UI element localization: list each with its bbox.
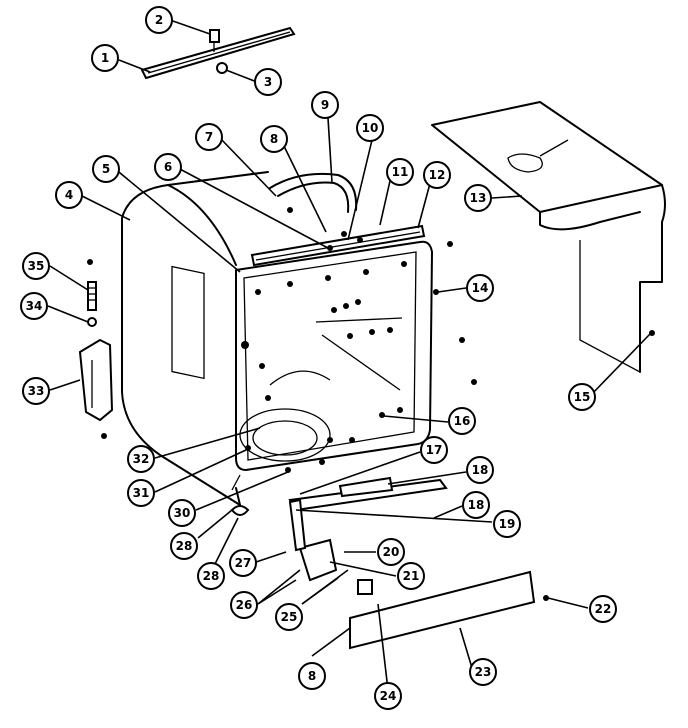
callout-13: 13 (464, 184, 492, 212)
svg-text:30: 30 (174, 506, 191, 520)
callout-20: 20 (377, 538, 405, 566)
callout-23: 23 (469, 658, 497, 686)
callout-3: 3 (254, 68, 282, 96)
svg-text:28: 28 (203, 569, 220, 583)
screw-part-2 (209, 29, 220, 52)
svg-text:3: 3 (264, 75, 272, 89)
svg-text:24: 24 (380, 689, 397, 703)
svg-text:17: 17 (426, 443, 443, 457)
callout-7: 7 (195, 123, 223, 151)
callout-5: 5 (92, 155, 120, 183)
callout-25: 25 (275, 603, 303, 631)
svg-text:23: 23 (475, 665, 492, 679)
clip-part-28 (230, 505, 250, 516)
nut-part-34 (87, 317, 97, 327)
svg-text:4: 4 (65, 188, 73, 202)
svg-text:31: 31 (133, 486, 150, 500)
svg-text:10: 10 (362, 121, 379, 135)
callout-22: 22 (589, 595, 617, 623)
callout-35: 35 (22, 252, 50, 280)
fasteners (87, 207, 477, 473)
top-rail-part-11 (250, 224, 426, 267)
callout-28-upper: 28 (170, 532, 198, 560)
svg-text:12: 12 (429, 168, 446, 182)
svg-text:25: 25 (281, 610, 298, 624)
callout-10: 10 (356, 114, 384, 142)
callout-2: 2 (145, 6, 173, 34)
svg-text:5: 5 (102, 162, 110, 176)
callout-8: 8 (260, 125, 288, 153)
callout-12: 12 (423, 161, 451, 189)
svg-text:33: 33 (28, 384, 45, 398)
callout-28-lower: 28 (197, 562, 225, 590)
svg-text:19: 19 (499, 517, 516, 531)
callout-34: 34 (20, 292, 48, 320)
svg-text:8: 8 (270, 132, 278, 146)
svg-text:13: 13 (470, 191, 487, 205)
callout-26: 26 (230, 591, 258, 619)
svg-text:15: 15 (574, 390, 591, 404)
callout-16: 16 (448, 407, 476, 435)
leader-lines (47, 19, 651, 691)
svg-text:16: 16 (454, 414, 471, 428)
callout-33: 33 (22, 377, 50, 405)
svg-text:32: 32 (133, 452, 150, 466)
callout-14: 14 (466, 274, 494, 302)
svg-text:9: 9 (321, 98, 329, 112)
svg-text:35: 35 (28, 259, 45, 273)
top-panel-part-13 (431, 101, 666, 373)
svg-text:18: 18 (468, 498, 485, 512)
svg-text:6: 6 (164, 160, 172, 174)
callout-27: 27 (229, 549, 257, 577)
svg-text:11: 11 (392, 165, 409, 179)
svg-text:21: 21 (403, 569, 420, 583)
callout-18-top: 18 (466, 456, 494, 484)
hose-part-9 (269, 172, 358, 213)
nut-part-3 (216, 62, 228, 74)
hinge-bracket (288, 498, 338, 582)
spring-part-35 (87, 281, 97, 311)
callout-21: 21 (397, 562, 425, 590)
svg-text:1: 1 (101, 51, 109, 65)
callout-1: 1 (91, 44, 119, 72)
spray-arm-part (140, 26, 296, 80)
callout-15: 15 (568, 383, 596, 411)
svg-text:2: 2 (155, 13, 163, 27)
kick-plate-part-23 (349, 570, 536, 650)
callout-11: 11 (386, 158, 414, 186)
callout-31: 31 (127, 479, 155, 507)
svg-text:14: 14 (472, 281, 489, 295)
callout-19: 19 (493, 510, 521, 538)
callout-4: 4 (55, 181, 83, 209)
svg-text:26: 26 (236, 598, 253, 612)
callout-9: 9 (311, 91, 339, 119)
screw-part-22 (543, 595, 549, 601)
svg-text:8: 8 (308, 669, 316, 683)
callout-32: 32 (127, 445, 155, 473)
svg-text:28: 28 (176, 539, 193, 553)
callout-6: 6 (154, 153, 182, 181)
lower-rail-part-18 (288, 476, 448, 512)
svg-text:27: 27 (235, 556, 252, 570)
callout-24: 24 (374, 682, 402, 710)
svg-text:7: 7 (205, 130, 213, 144)
callout-8-bottom: 8 (298, 662, 326, 690)
svg-text:18: 18 (472, 463, 489, 477)
bracket-part-33 (78, 338, 114, 422)
callout-18-bottom: 18 (462, 491, 490, 519)
svg-text:34: 34 (26, 299, 43, 313)
tub-cabinet (121, 171, 433, 506)
svg-text:20: 20 (383, 545, 400, 559)
callout-17: 17 (420, 436, 448, 464)
svg-text:22: 22 (595, 602, 612, 616)
callout-30: 30 (168, 499, 196, 527)
